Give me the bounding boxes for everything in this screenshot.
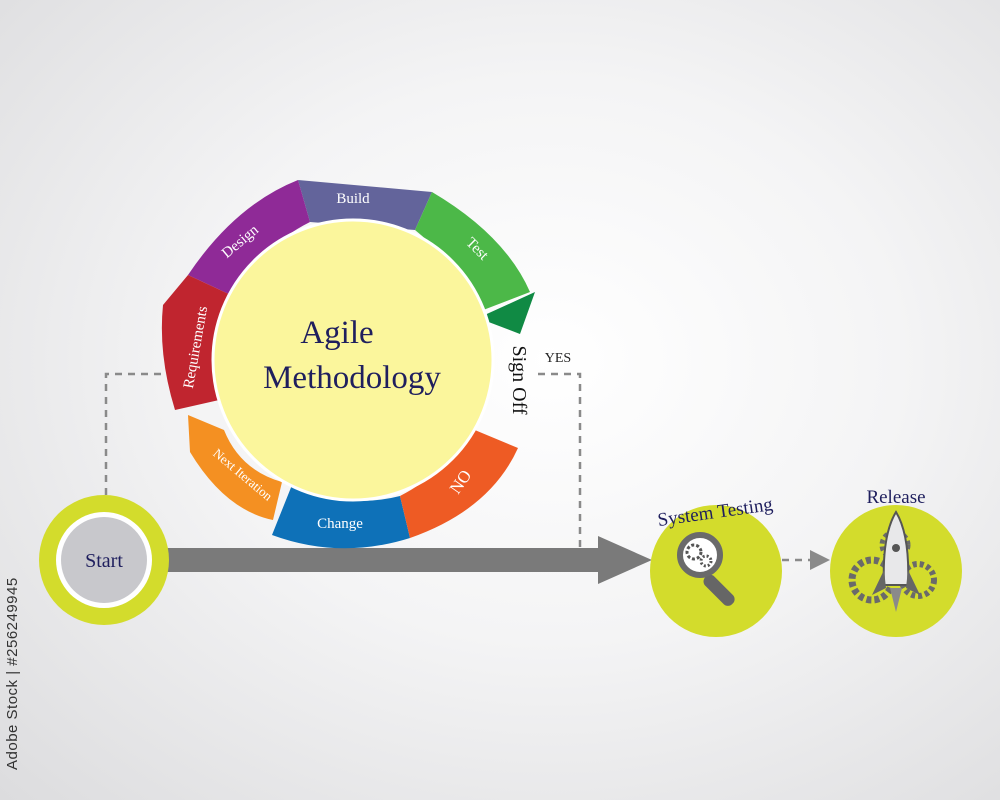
center-title-line2: Methodology bbox=[263, 360, 441, 396]
segment-test bbox=[415, 192, 530, 312]
test-arrowhead bbox=[478, 292, 535, 334]
segment-no bbox=[400, 428, 518, 538]
center-title-line1: Agile bbox=[300, 315, 373, 351]
start-node-inner bbox=[61, 517, 147, 603]
cycle-ring bbox=[161, 180, 535, 549]
stock-id-label: Adobe Stock | #256249945 bbox=[4, 577, 21, 770]
main-flow-arrow bbox=[165, 536, 652, 584]
label-change: Change bbox=[317, 516, 363, 532]
center-circle bbox=[211, 218, 495, 502]
release-label: Release bbox=[866, 487, 925, 508]
segment-change bbox=[272, 485, 410, 549]
segment-design bbox=[188, 180, 310, 296]
rocket-gears-icon bbox=[848, 510, 937, 612]
segment-next-iteration bbox=[188, 415, 282, 520]
segment-build bbox=[298, 180, 432, 230]
magnifier-gears-icon bbox=[677, 532, 735, 606]
dashed-connector-signoff-yes bbox=[538, 372, 582, 548]
dashed-connector-start-requirements bbox=[104, 372, 165, 495]
start-label: Start bbox=[85, 550, 123, 572]
label-yes: YES bbox=[545, 351, 571, 366]
label-build: Build bbox=[336, 191, 370, 207]
label-sign-off: Sign Off bbox=[508, 345, 530, 414]
